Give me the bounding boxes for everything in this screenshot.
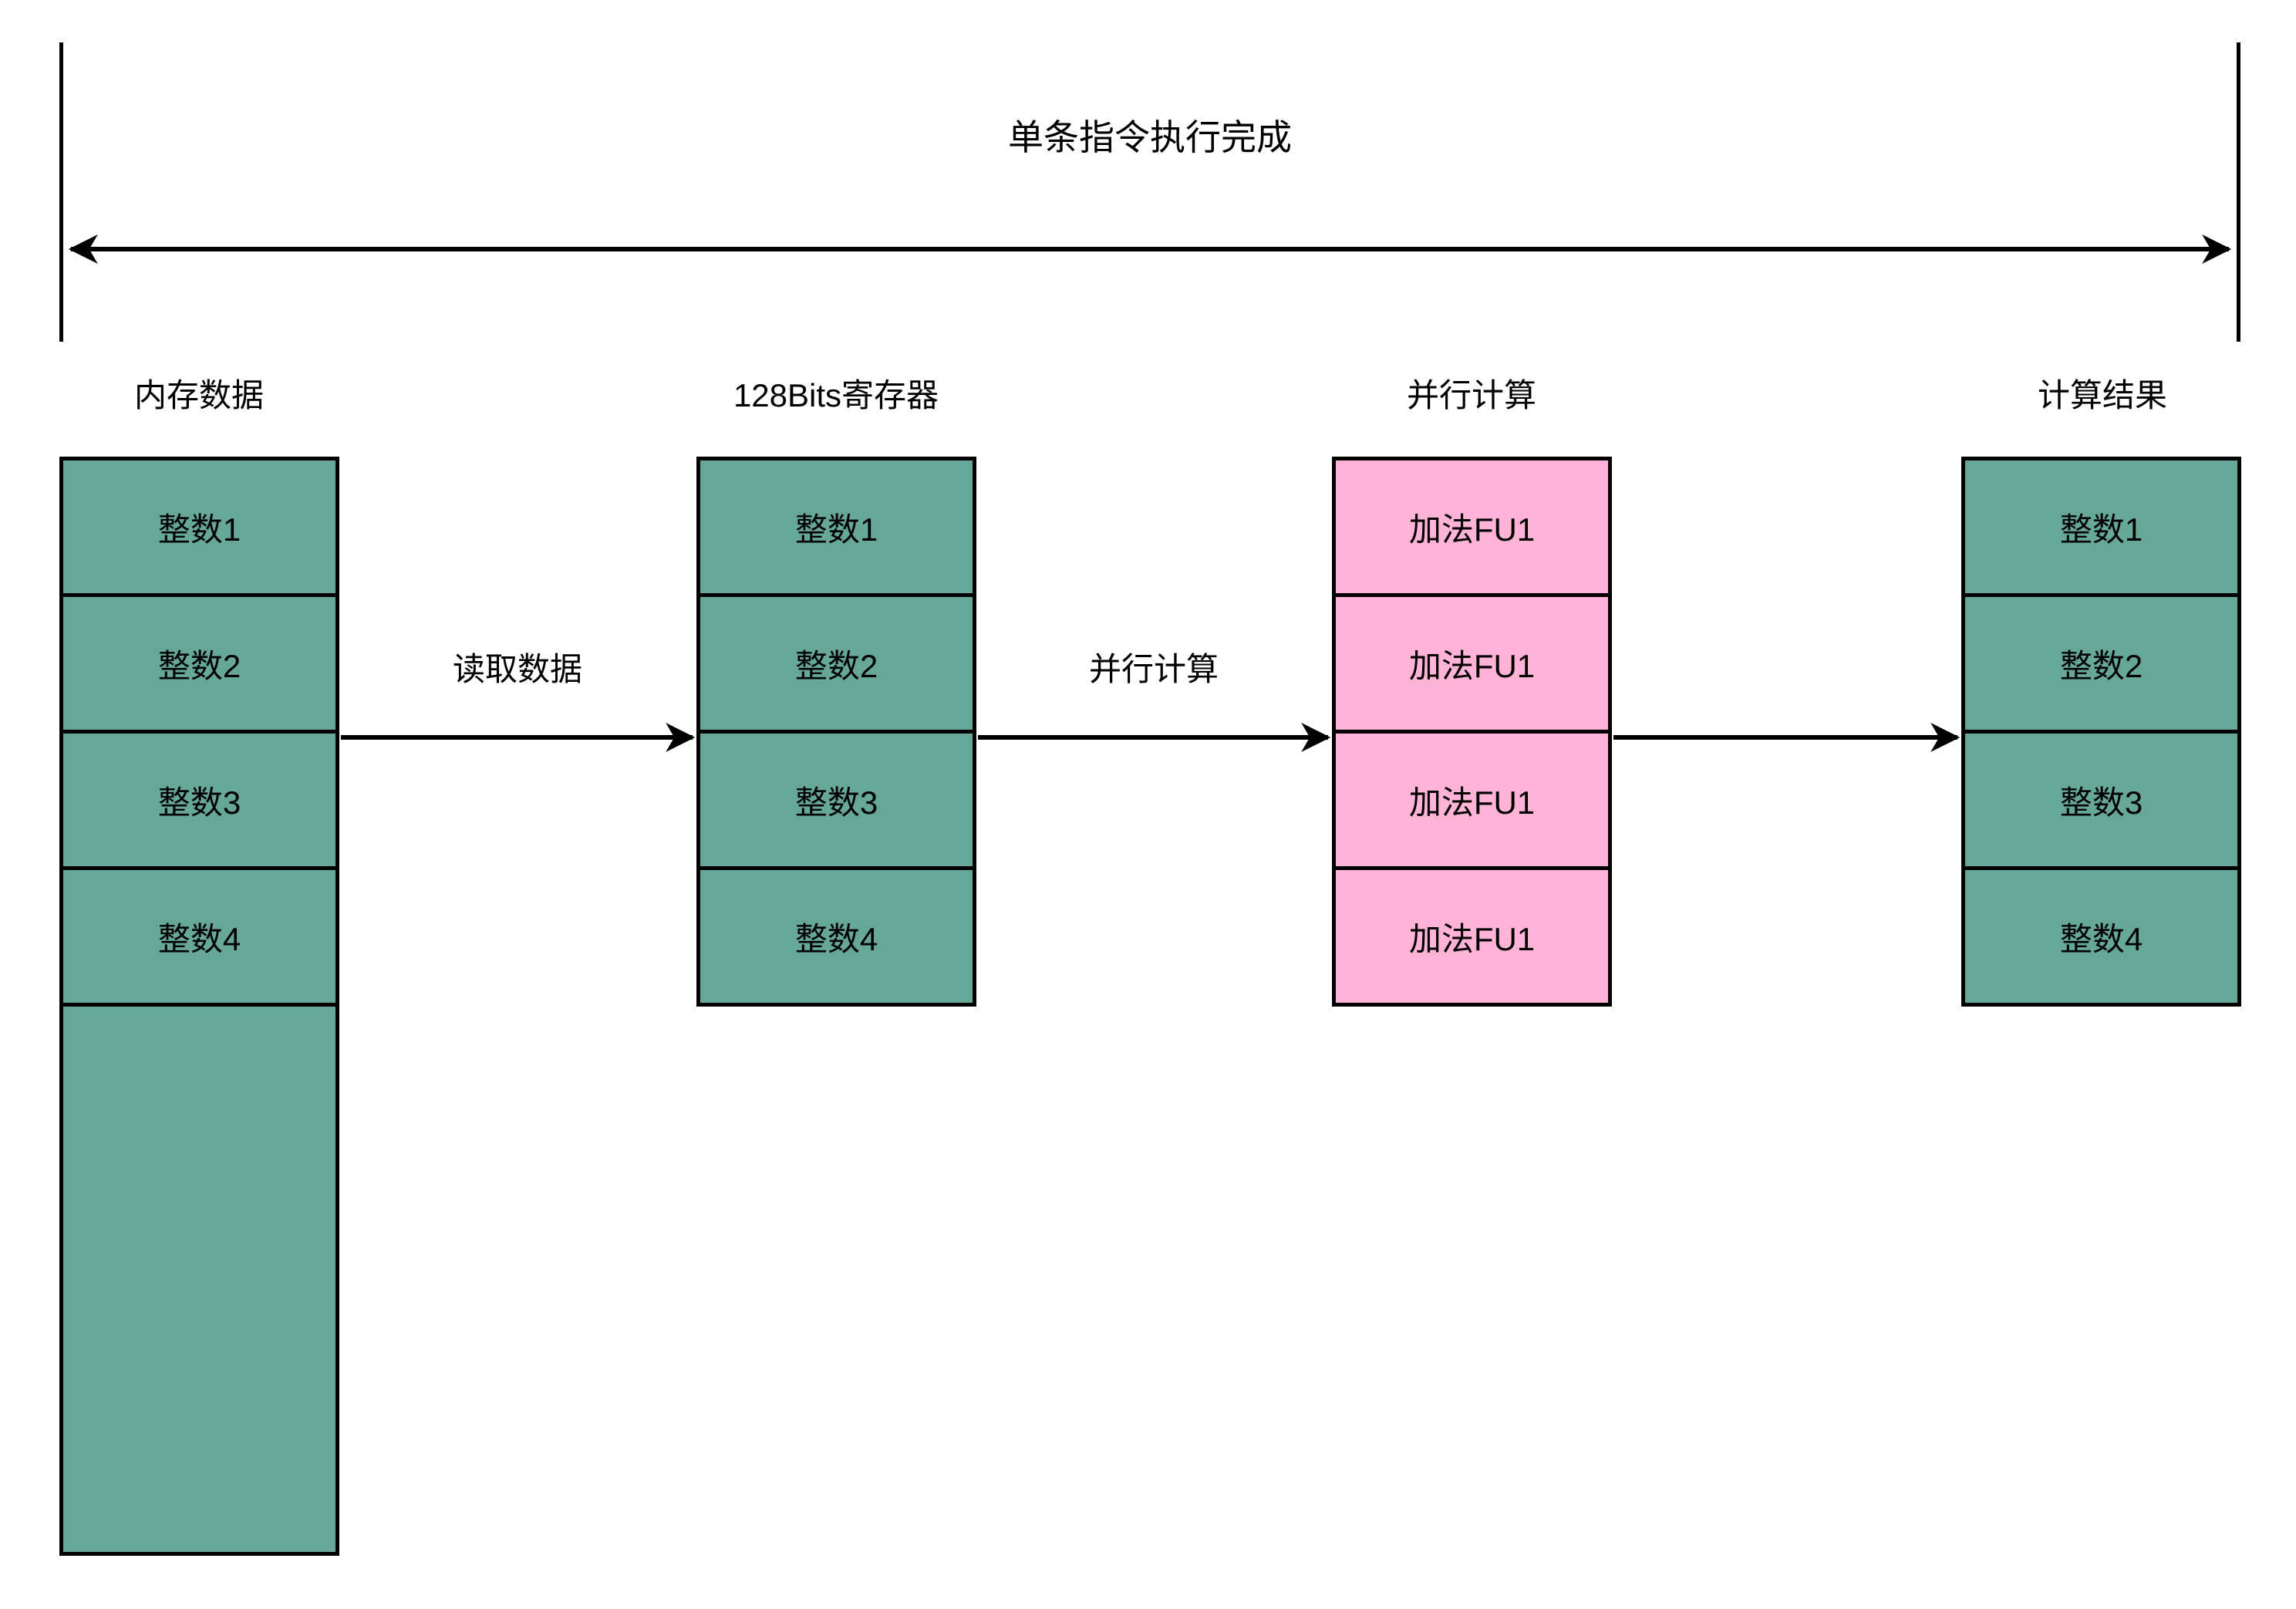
arrow-label-parallel-compute: 并行计算	[1088, 651, 1219, 687]
result-cell: 整数1	[1961, 457, 2241, 597]
diagram-title: 单条指令执行完成	[1008, 117, 1292, 157]
memory-empty-block	[59, 1003, 339, 1556]
memory-cell: 整数1	[59, 457, 339, 597]
column-parallel-compute: 加法FU1 加法FU1 加法FU1 加法FU1	[1332, 457, 1612, 1007]
fu-cell: 加法FU1	[1332, 866, 1612, 1007]
register-cell: 整数4	[696, 866, 976, 1007]
column-result: 整数1 整数2 整数3 整数4	[1961, 457, 2241, 1007]
column-header-result: 计算结果	[2037, 377, 2167, 413]
column-header-memory: 内存数据	[133, 377, 264, 413]
memory-cell: 整数3	[59, 730, 339, 870]
arrow-label-read-data: 读取数据	[452, 651, 582, 687]
register-cell: 整数1	[696, 457, 976, 597]
fu-cell: 加法FU1	[1332, 593, 1612, 734]
register-cell: 整数3	[696, 730, 976, 870]
column-header-register: 128Bits寄存器	[733, 377, 939, 413]
fu-cell: 加法FU1	[1332, 457, 1612, 597]
column-memory: 整数1 整数2 整数3 整数4	[59, 457, 339, 1556]
fu-cell: 加法FU1	[1332, 730, 1612, 870]
span-bracket-left	[59, 42, 63, 342]
memory-cell: 整数2	[59, 593, 339, 734]
column-header-parallel: 并行计算	[1406, 377, 1536, 413]
result-cell: 整数3	[1961, 730, 2241, 870]
result-cell: 整数4	[1961, 866, 2241, 1007]
memory-cell: 整数4	[59, 866, 339, 1007]
register-cell: 整数2	[696, 593, 976, 734]
column-register: 整数1 整数2 整数3 整数4	[696, 457, 976, 1007]
span-bracket-right	[2237, 42, 2240, 342]
result-cell: 整数2	[1961, 593, 2241, 734]
